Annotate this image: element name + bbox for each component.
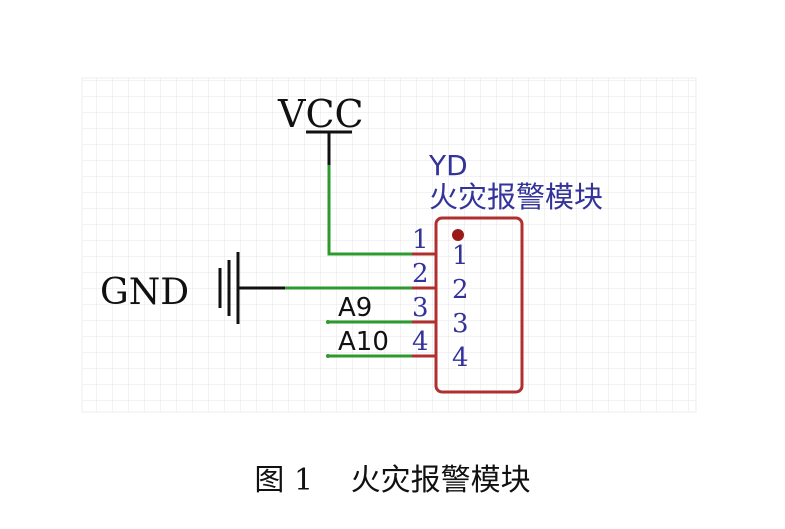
- a9-wire-end: [326, 320, 330, 324]
- net-label-a10: A10: [338, 327, 389, 357]
- net-label-a9: A9: [338, 293, 372, 323]
- pin-number-outer-1: 1: [412, 225, 429, 255]
- vcc-label: VCC: [277, 92, 364, 136]
- pin-number-outer-2: 2: [412, 259, 429, 289]
- grid-background: [81, 77, 697, 413]
- component-name: 火灾报警模块: [429, 180, 603, 214]
- component-designator: YD: [428, 149, 468, 182]
- component-body: [434, 216, 524, 394]
- pin-number-inner-3: 3: [452, 309, 469, 339]
- pin-number-inner-2: 2: [452, 275, 469, 305]
- gnd-label: GND: [100, 272, 189, 313]
- pin1-indicator-dot: [452, 229, 464, 241]
- pin-number-outer-3: 3: [412, 293, 429, 323]
- figure-caption: 图 1 火灾报警模块: [0, 455, 785, 499]
- figure-number: 图 1: [254, 463, 314, 498]
- pin-number-outer-4: 4: [412, 327, 429, 357]
- figure-title: 火灾报警模块: [350, 463, 531, 498]
- pin-number-inner-1: 1: [452, 241, 469, 271]
- a10-wire-end: [326, 354, 330, 358]
- vcc-wire: [327, 165, 412, 256]
- pin-number-inner-4: 4: [452, 343, 469, 373]
